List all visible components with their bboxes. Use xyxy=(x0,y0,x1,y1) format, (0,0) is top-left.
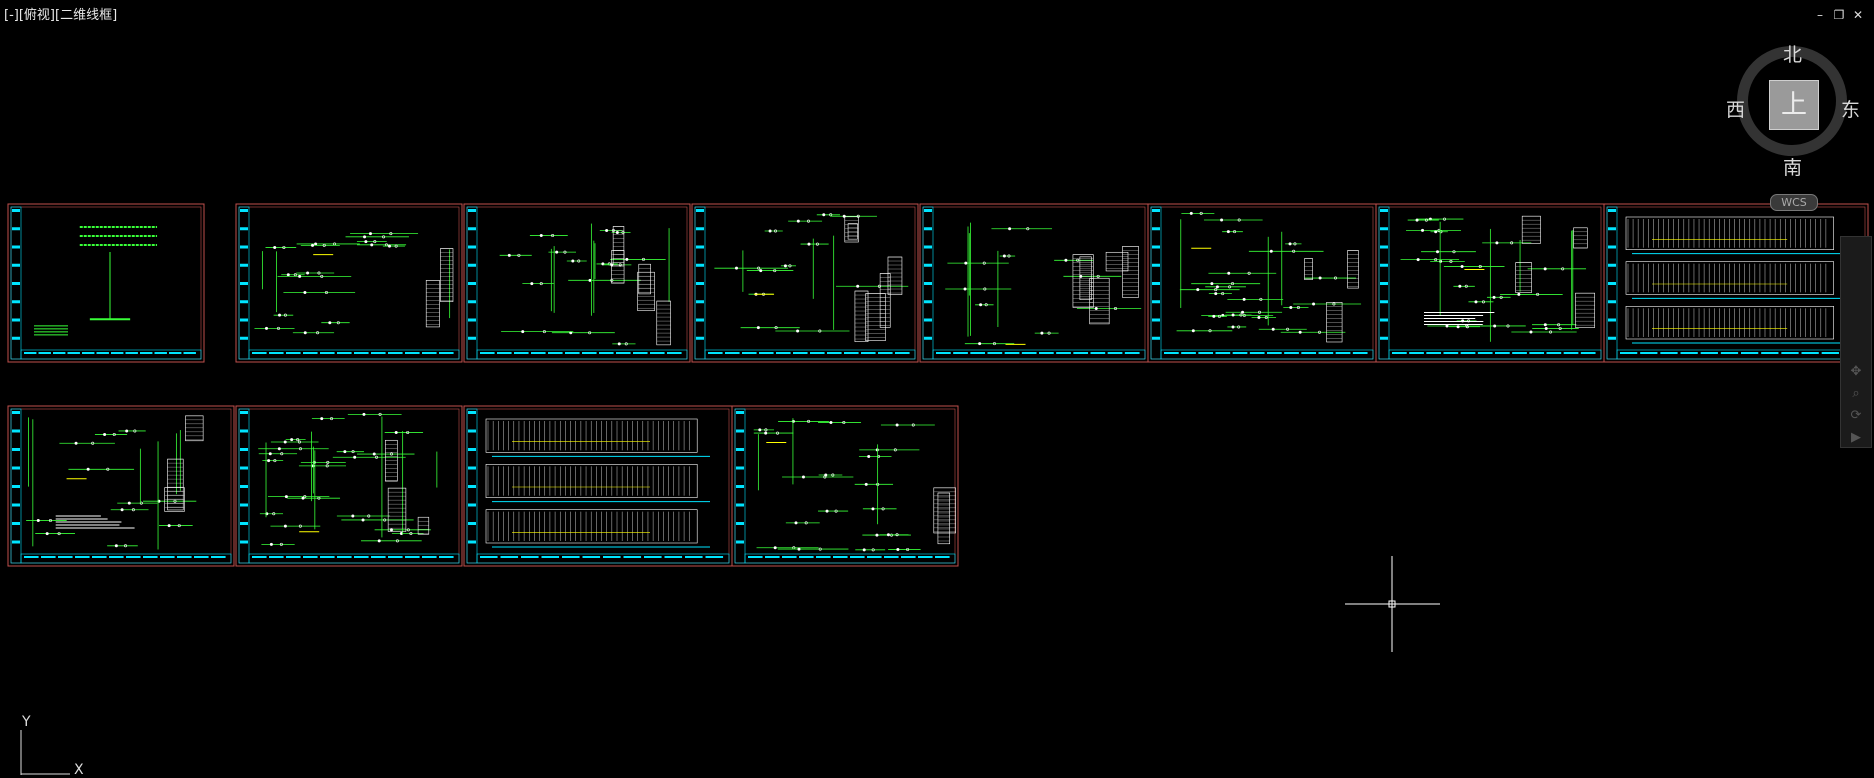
compass-north-label[interactable]: 北 xyxy=(1783,44,1803,66)
crosshair-cursor xyxy=(1345,556,1440,652)
restore-button[interactable]: ❐ xyxy=(1833,8,1845,22)
ucs-x-label: X xyxy=(74,762,84,778)
drawing-sheet xyxy=(919,203,1149,363)
drawing-sheet xyxy=(235,405,463,567)
compass-west-label[interactable]: 西 xyxy=(1726,99,1746,121)
viewport-label: [-][俯视][二维线框] xyxy=(4,4,117,23)
viewcube-compass-ring[interactable] xyxy=(1737,46,1847,156)
compass-east-label[interactable]: 东 xyxy=(1841,99,1861,121)
pan-icon[interactable]: ✥ xyxy=(1850,364,1862,379)
drawing-sheet xyxy=(463,203,691,363)
view-menu[interactable]: [俯视] xyxy=(18,8,55,23)
visual-style-menu[interactable]: [二维线框] xyxy=(55,8,118,23)
drawing-sheets xyxy=(7,203,1869,567)
navigation-bar[interactable]: ✥ ⌕ ⟳ ▶ xyxy=(1840,236,1872,448)
drawing-sheet xyxy=(1147,203,1377,363)
drawing-sheet xyxy=(1375,203,1605,363)
minimize-button[interactable]: – xyxy=(1817,8,1823,22)
orbit-icon[interactable]: ⟳ xyxy=(1850,408,1862,423)
drawing-sheet xyxy=(7,203,205,363)
ucs-y-label: Y xyxy=(22,714,31,730)
ucs-icon xyxy=(20,730,70,775)
viewport-controls-menu[interactable]: [-] xyxy=(4,8,19,23)
drawing-sheet xyxy=(731,405,959,567)
drawing-sheet xyxy=(7,405,235,567)
compass-south-label[interactable]: 南 xyxy=(1783,157,1803,179)
drawing-sheet xyxy=(1603,203,1869,363)
drawing-sheet xyxy=(235,203,463,363)
drawing-sheet xyxy=(463,405,733,567)
zoom-icon[interactable]: ⌕ xyxy=(1852,386,1860,401)
viewcube-top-face[interactable]: 上 xyxy=(1769,80,1819,130)
showmotion-icon[interactable]: ▶ xyxy=(1851,430,1861,445)
close-button[interactable]: ✕ xyxy=(1852,8,1864,22)
wcs-menu[interactable]: WCS xyxy=(1770,194,1818,211)
drawing-sheet xyxy=(691,203,919,363)
